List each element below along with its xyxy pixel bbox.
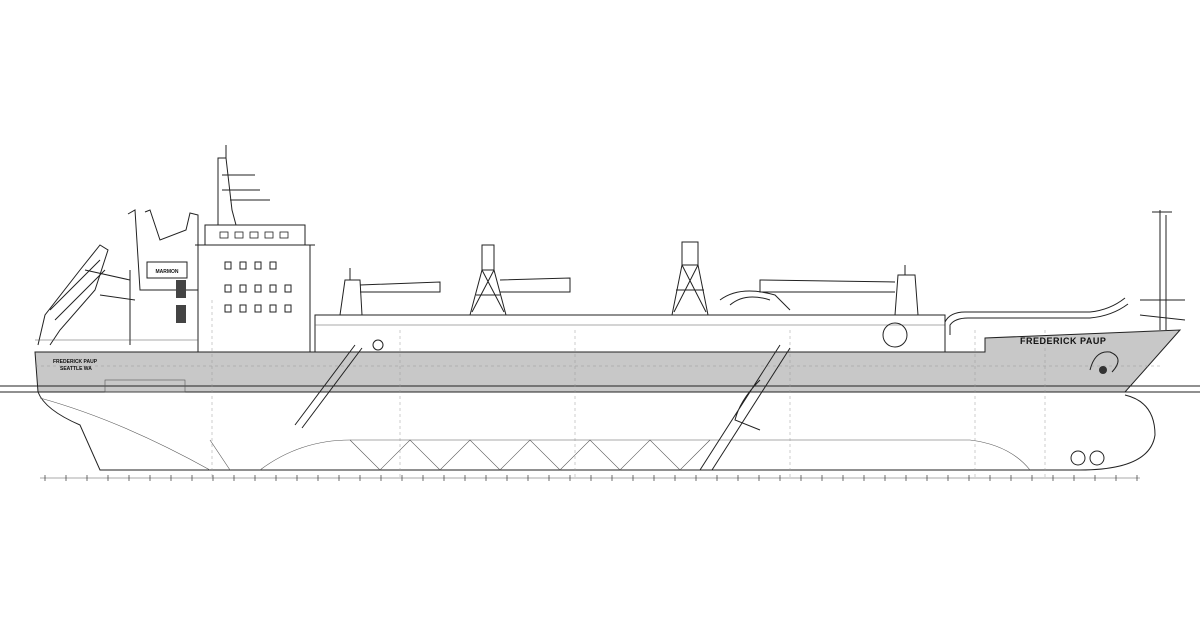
window (224, 304, 232, 313)
aft-crane (339, 268, 441, 316)
aft-suction-gantry (469, 244, 571, 316)
hopper-bottom-doors (349, 439, 711, 471)
bow-mast (1139, 210, 1186, 330)
hopper-coaming (314, 314, 946, 353)
accommodation-block (197, 244, 311, 353)
window (269, 261, 277, 270)
window (254, 261, 262, 270)
aft-drag-arm (294, 344, 363, 429)
discharge-pipe (719, 290, 791, 311)
funnel-logo-text: MARMON (155, 269, 178, 275)
stern-skeg-line (39, 397, 211, 471)
window (284, 304, 292, 313)
window (254, 304, 262, 313)
frame-grid (211, 300, 1046, 478)
door-dark-1 (176, 280, 186, 298)
home-port: SEATTLE WA (60, 366, 92, 372)
hull-topside-band (34, 329, 1182, 393)
lower-hull (37, 391, 1156, 471)
window (239, 304, 247, 313)
fwd-suction-gantry (671, 241, 709, 316)
main-mast (217, 157, 270, 226)
fwd-crane (759, 265, 919, 316)
window (254, 284, 262, 293)
frame-ticks (44, 475, 1138, 481)
wheelhouse-windows (219, 231, 289, 239)
window (284, 284, 292, 293)
window (239, 284, 247, 293)
suction-pipe-drag-arm (699, 344, 791, 471)
hopper-outline (209, 439, 1031, 471)
door-dark-2 (176, 305, 186, 323)
window (239, 261, 247, 270)
stern-hull-detail (104, 379, 186, 393)
stern-vessel-name: FREDERICK PAUP (53, 359, 98, 365)
pump-wheel (882, 322, 908, 348)
deck-reel (372, 339, 384, 351)
bow-vessel-name: FREDERICK PAUP (1020, 336, 1106, 346)
portholes (224, 261, 292, 313)
anchor-icon (1089, 351, 1119, 374)
bow-thruster-2 (1089, 450, 1105, 466)
bow-pipe (944, 297, 1129, 335)
window (269, 304, 277, 313)
window (224, 284, 232, 293)
window (269, 284, 277, 293)
funnel (127, 209, 199, 291)
marmon-logo-panel (146, 261, 188, 279)
bow-thruster-1 (1070, 450, 1086, 466)
window (224, 261, 232, 270)
lifeboat-davit (37, 244, 136, 346)
